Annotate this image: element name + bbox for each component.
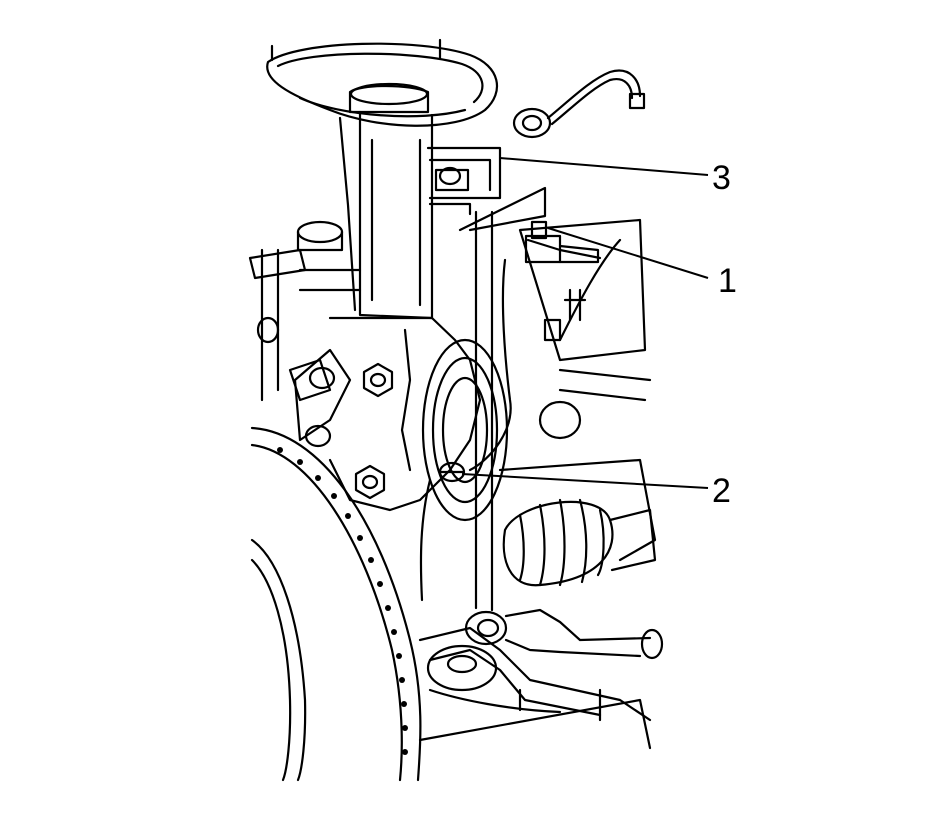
lower-control-arm: [418, 626, 652, 750]
hub-assembly: [421, 338, 509, 522]
brake-rotor: [250, 426, 422, 782]
callout-1-label: 1: [718, 262, 737, 300]
strut-mount: [266, 38, 499, 127]
link-nut: [419, 461, 466, 602]
rotor-vent-holes: [277, 447, 408, 755]
callout-3-label: 3: [712, 159, 731, 197]
engine-right-detail: [498, 218, 657, 562]
stabilizer-link: [464, 210, 664, 660]
brake-hose: [512, 69, 646, 139]
engine-left-detail: [248, 220, 362, 402]
leader-lines: [461, 157, 709, 489]
leader-line-1: [547, 227, 709, 279]
callout-2-label: 2: [712, 472, 731, 510]
strut-tube: [338, 110, 434, 320]
stabilizer-bracket: [426, 146, 547, 232]
steering-knuckle: [293, 316, 482, 512]
leader-line-3: [499, 157, 709, 176]
hose-bracket: [468, 220, 600, 472]
leader-line-2: [461, 473, 709, 489]
cv-boot: [502, 498, 657, 587]
